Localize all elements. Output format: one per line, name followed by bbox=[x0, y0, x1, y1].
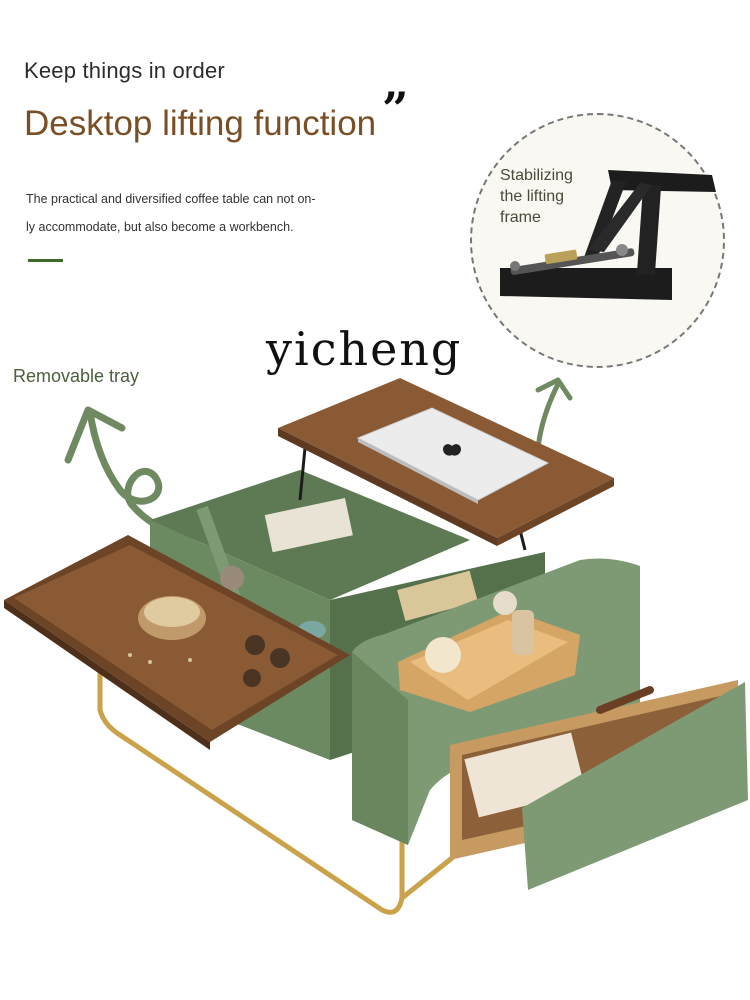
description-line-2: ly accommodate, but also become a workbe… bbox=[26, 220, 294, 234]
lifting-frame-image bbox=[500, 170, 716, 300]
frame-label-line-3: frame bbox=[500, 209, 541, 226]
headline: Desktop lifting function bbox=[24, 104, 377, 143]
apple-logo-icon bbox=[443, 444, 461, 456]
drawer-block bbox=[352, 558, 748, 890]
quote-mark: ” bbox=[382, 82, 409, 136]
removable-tray bbox=[4, 535, 350, 750]
frame-label-line-2: the lifting bbox=[500, 188, 565, 205]
curly-arrow-icon bbox=[86, 408, 194, 542]
removable-tray-label: Removable tray bbox=[13, 366, 140, 386]
watermark-text: yicheng bbox=[266, 322, 463, 376]
kicker-text: Keep things in order bbox=[24, 58, 225, 83]
gold-legs bbox=[97, 667, 455, 915]
frame-label-line-1: Stabilizing bbox=[500, 167, 573, 184]
description-line-1: The practical and diversified coffee tab… bbox=[26, 192, 316, 206]
accent-divider bbox=[28, 259, 63, 262]
lifted-desktop bbox=[278, 378, 614, 551]
